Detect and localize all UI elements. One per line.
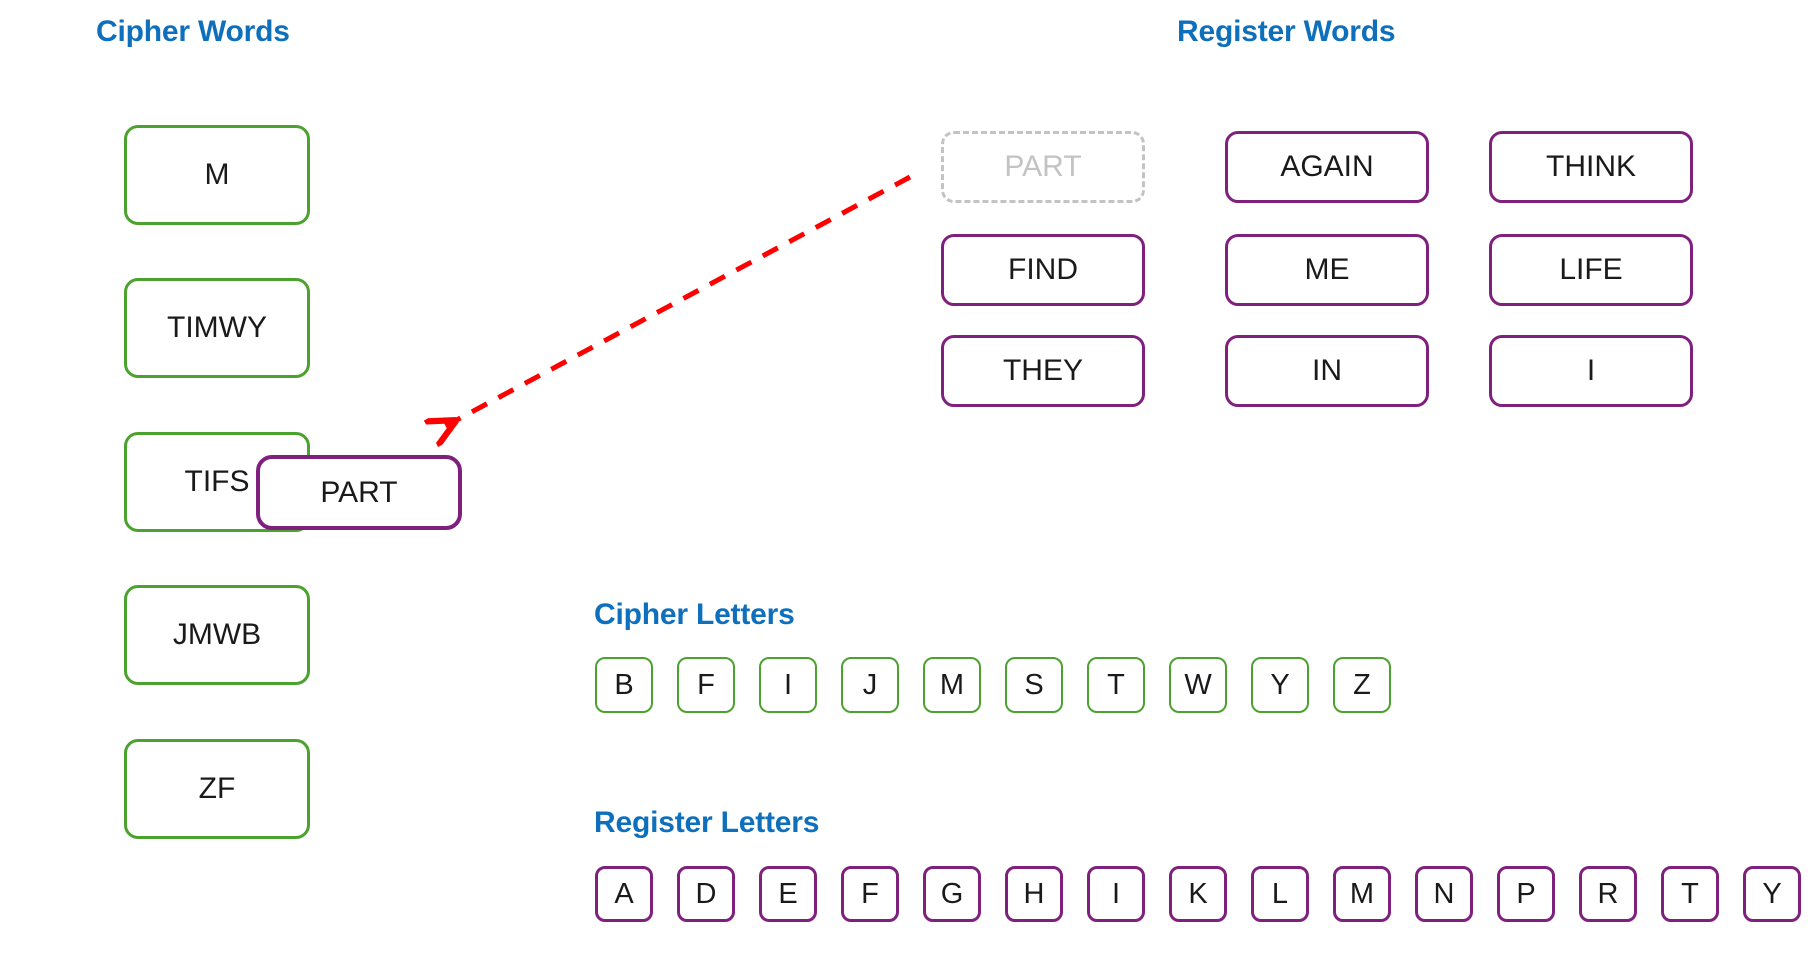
register-letter-h[interactable]: H — [1005, 866, 1063, 922]
register-letters-heading: Register Letters — [594, 806, 820, 839]
register-word-label: AGAIN — [1280, 150, 1374, 183]
letter-label: L — [1271, 877, 1289, 910]
register-word-life[interactable]: LIFE — [1489, 234, 1693, 306]
letter-label: G — [940, 877, 964, 910]
register-letter-f[interactable]: F — [841, 866, 899, 922]
letter-label: H — [1023, 877, 1045, 910]
cipher-word-timwy[interactable]: TIMWY — [124, 278, 310, 378]
cipher-word-label: M — [204, 158, 230, 191]
cipher-word-zf[interactable]: ZF — [124, 739, 310, 839]
register-word-label: IN — [1312, 354, 1342, 387]
cipher-letter-j[interactable]: J — [841, 657, 899, 713]
register-word-label: PART — [1004, 150, 1082, 183]
dragged-word-label: PART — [320, 475, 398, 509]
register-letter-l[interactable]: L — [1251, 866, 1309, 922]
letter-label: I — [1111, 877, 1121, 910]
register-word-label: LIFE — [1559, 253, 1623, 286]
cipher-letter-t[interactable]: T — [1087, 657, 1145, 713]
register-word-i[interactable]: I — [1489, 335, 1693, 407]
letter-label: Z — [1353, 668, 1371, 701]
cipher-letter-w[interactable]: W — [1169, 657, 1227, 713]
cipher-letter-m[interactable]: M — [923, 657, 981, 713]
register-word-think[interactable]: THINK — [1489, 131, 1693, 203]
cipher-word-label: JMWB — [172, 618, 262, 651]
cipher-word-label: TIFS — [184, 465, 250, 498]
cipher-word-label: ZF — [198, 772, 236, 805]
register-word-they[interactable]: THEY — [941, 335, 1145, 407]
letter-label: E — [778, 877, 798, 910]
letter-label: F — [861, 877, 879, 910]
cipher-letter-i[interactable]: I — [759, 657, 817, 713]
letter-label: P — [1516, 877, 1536, 910]
register-word-me[interactable]: ME — [1225, 234, 1429, 306]
letter-label: M — [1349, 877, 1375, 910]
letter-label: N — [1433, 877, 1455, 910]
register-word-label: THEY — [1002, 354, 1083, 387]
letter-label: W — [1184, 668, 1212, 701]
letter-label: B — [614, 668, 634, 701]
dragged-word-part[interactable]: PART — [256, 455, 462, 530]
cipher-words-heading: Cipher Words — [96, 15, 290, 48]
register-word-label: THINK — [1546, 150, 1636, 183]
register-letter-k[interactable]: K — [1169, 866, 1227, 922]
register-letter-a[interactable]: A — [595, 866, 653, 922]
letter-label: K — [1188, 877, 1208, 910]
register-word-find[interactable]: FIND — [941, 234, 1145, 306]
letter-label: F — [697, 668, 715, 701]
register-letter-m[interactable]: M — [1333, 866, 1391, 922]
cipher-word-jmwb[interactable]: JMWB — [124, 585, 310, 685]
cipher-word-label: TIMWY — [167, 311, 267, 344]
cipher-letters-heading: Cipher Letters — [594, 598, 795, 631]
cipher-letter-b[interactable]: B — [595, 657, 653, 713]
cipher-letter-y[interactable]: Y — [1251, 657, 1309, 713]
cipher-word-m[interactable]: M — [124, 125, 310, 225]
letter-label: A — [614, 877, 634, 910]
letter-label: I — [783, 668, 793, 701]
register-letter-g[interactable]: G — [923, 866, 981, 922]
register-letter-d[interactable]: D — [677, 866, 735, 922]
letter-label: S — [1024, 668, 1044, 701]
register-letter-r[interactable]: R — [1579, 866, 1637, 922]
register-letter-e[interactable]: E — [759, 866, 817, 922]
register-words-heading: Register Words — [1177, 15, 1396, 48]
letter-label: T — [1681, 877, 1699, 910]
letter-label: Y — [1762, 877, 1782, 910]
register-word-in[interactable]: IN — [1225, 335, 1429, 407]
cipher-letter-s[interactable]: S — [1005, 657, 1063, 713]
letter-label: J — [862, 668, 878, 701]
letter-label: Y — [1270, 668, 1290, 701]
register-word-again[interactable]: AGAIN — [1225, 131, 1429, 203]
register-word-label: FIND — [1008, 253, 1078, 286]
register-letter-p[interactable]: P — [1497, 866, 1555, 922]
register-word-slot-part[interactable]: PART — [941, 131, 1145, 203]
letter-label: R — [1597, 877, 1619, 910]
register-letter-t[interactable]: T — [1661, 866, 1719, 922]
letter-label: M — [939, 668, 965, 701]
register-word-label: ME — [1304, 253, 1350, 286]
register-letter-i[interactable]: I — [1087, 866, 1145, 922]
cipher-letter-z[interactable]: Z — [1333, 657, 1391, 713]
letter-label: T — [1107, 668, 1125, 701]
letter-label: D — [695, 877, 717, 910]
register-letter-n[interactable]: N — [1415, 866, 1473, 922]
register-letter-y[interactable]: Y — [1743, 866, 1801, 922]
cipher-letter-f[interactable]: F — [677, 657, 735, 713]
register-word-label: I — [1586, 354, 1596, 387]
